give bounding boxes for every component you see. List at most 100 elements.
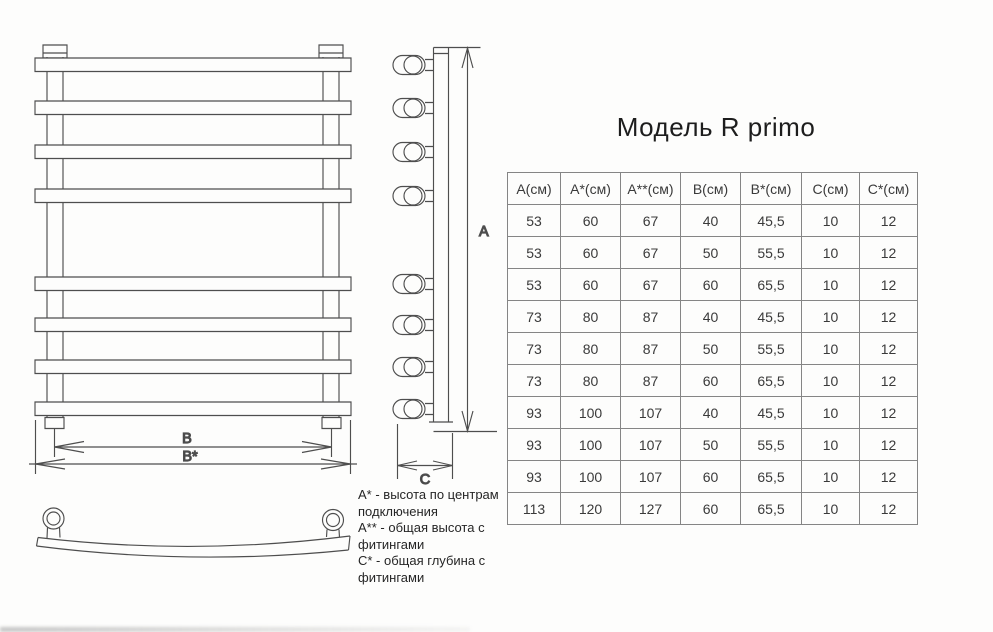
table-cell: 53 <box>507 204 561 237</box>
table-cell: 60 <box>560 204 621 237</box>
table-cell: 10 <box>801 492 860 525</box>
table-header-cell: А(см) <box>507 172 561 205</box>
dimension-b <box>55 429 332 457</box>
table-cell: 55,5 <box>740 236 802 269</box>
table-cell: 53 <box>507 236 561 269</box>
connection-stub <box>393 275 434 294</box>
table-cell: 73 <box>507 332 561 365</box>
table-cell: 80 <box>560 300 621 333</box>
table-cell: 45,5 <box>740 204 802 237</box>
table-cell: 12 <box>859 428 918 461</box>
top-view-post-left <box>43 508 64 538</box>
front-posts <box>47 57 339 418</box>
table-cell: 107 <box>620 460 681 493</box>
table-cell: 50 <box>680 236 741 269</box>
table-cell: 60 <box>560 236 621 269</box>
connection-stub <box>393 187 434 206</box>
top-view-post-right <box>323 510 344 538</box>
table-cell: 93 <box>507 396 561 429</box>
table-cell: 60 <box>680 364 741 397</box>
table-header-row: А(см)А*(см)А**(см)В(см)В*(см)С(см)С*(см) <box>507 172 918 205</box>
table-cell: 12 <box>859 268 918 301</box>
table-cell: 87 <box>620 300 681 333</box>
dimension-a <box>462 48 473 431</box>
table-cell: 55,5 <box>740 428 802 461</box>
dim-label-a: A <box>479 224 489 240</box>
table-cell: 12 <box>859 396 918 429</box>
table-header-cell: С(см) <box>801 172 860 205</box>
table-cell: 40 <box>680 396 741 429</box>
table-cell: 87 <box>620 364 681 397</box>
footnote-a-double-star: А** - общая высота с фитингами <box>358 520 485 552</box>
table-cell: 10 <box>801 428 860 461</box>
table-cell: 65,5 <box>740 460 802 493</box>
top-view-drawing <box>37 508 351 557</box>
table-cell: 12 <box>859 236 918 269</box>
table-cell: 93 <box>507 428 561 461</box>
table-cell: 60 <box>680 268 741 301</box>
table-cell: 12 <box>859 300 918 333</box>
table-cell: 10 <box>801 460 860 493</box>
table-cell: 67 <box>620 268 681 301</box>
table-header-cell: А**(см) <box>620 172 681 205</box>
footnote-a-star: А* - высота по центрам подключения <box>358 487 499 519</box>
table-cell: 73 <box>507 364 561 397</box>
top-view-curved-bar <box>37 536 351 557</box>
dim-label-c: C <box>420 472 430 488</box>
table-cell: 55,5 <box>740 332 802 365</box>
table-cell: 127 <box>620 492 681 525</box>
table-cell: 10 <box>801 396 860 429</box>
table-cell: 107 <box>620 396 681 429</box>
table-cell: 10 <box>801 236 860 269</box>
side-connections <box>393 56 434 419</box>
scan-edge-artifact <box>0 627 470 632</box>
table-header-cell: В(см) <box>680 172 741 205</box>
table-cell: 10 <box>801 268 860 301</box>
table-cell: 60 <box>680 492 741 525</box>
table-cell: 65,5 <box>740 364 802 397</box>
side-view-drawing: A C <box>393 48 497 489</box>
table-cell: 67 <box>620 236 681 269</box>
dimension-b-star <box>29 420 357 474</box>
table-cell: 107 <box>620 428 681 461</box>
table-cell: 80 <box>560 332 621 365</box>
footnote-c-star: С* - общая глубина с фитингами <box>358 553 486 585</box>
table-cell: 87 <box>620 332 681 365</box>
post-bottom-fittings <box>45 418 341 429</box>
table-cell: 40 <box>680 300 741 333</box>
table-header-cell: А*(см) <box>560 172 621 205</box>
table-cell: 12 <box>859 332 918 365</box>
connection-stub <box>393 316 434 335</box>
connection-stub <box>393 56 434 75</box>
footnotes: А* - высота по центрам подключения А** -… <box>358 487 510 586</box>
table-cell: 73 <box>507 300 561 333</box>
table-cell: 65,5 <box>740 492 802 525</box>
table-cell: 12 <box>859 492 918 525</box>
table-cell: 100 <box>560 396 621 429</box>
spec-table: А(см)А*(см)А**(см)В(см)В*(см)С(см)С*(см)… <box>507 172 918 525</box>
table-cell: 93 <box>507 460 561 493</box>
connection-stub <box>393 143 434 162</box>
table-cell: 12 <box>859 364 918 397</box>
table-cell: 12 <box>859 460 918 493</box>
table-cell: 12 <box>859 204 918 237</box>
table-cell: 60 <box>680 460 741 493</box>
table-cell: 113 <box>507 492 561 525</box>
table-cell: 50 <box>680 332 741 365</box>
table-cell: 100 <box>560 460 621 493</box>
table-cell: 50 <box>680 428 741 461</box>
front-view-drawing: B B* <box>29 45 357 474</box>
table-header-cell: С*(см) <box>859 172 918 205</box>
table-cell: 100 <box>560 428 621 461</box>
dim-label-b: B <box>182 431 192 447</box>
table-cell: 120 <box>560 492 621 525</box>
table-cell: 80 <box>560 364 621 397</box>
